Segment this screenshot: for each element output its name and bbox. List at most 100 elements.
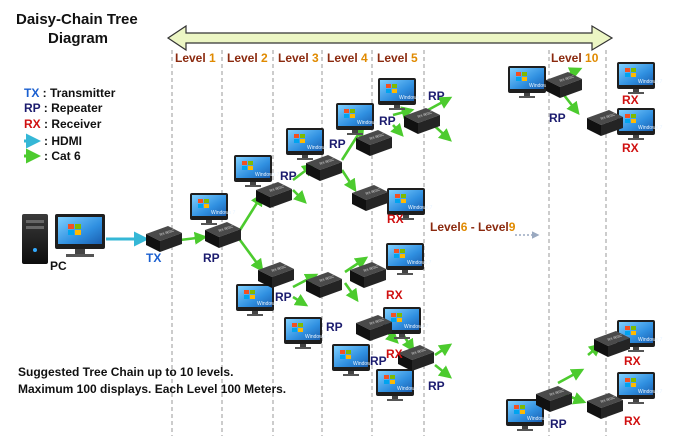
monitor: Windows 7 xyxy=(236,284,282,316)
device-label: RX-96SC xyxy=(218,224,234,233)
svg-text:RP : Repeater: RP : Repeater xyxy=(24,101,103,115)
screen-label: Windows 7 xyxy=(529,83,554,89)
monitor: Windows 7 xyxy=(332,344,378,376)
monitor: Windows 7 xyxy=(506,399,552,431)
rx-label: RX xyxy=(624,414,641,428)
legend-text: : HDMI xyxy=(44,134,82,148)
device-label: RX-96SC xyxy=(369,317,385,326)
device-label: RX-96SC xyxy=(549,388,565,397)
repeater-box: RX-96SC xyxy=(146,226,182,252)
rp-label: RP xyxy=(370,354,387,368)
screen-label: Windows 7 xyxy=(407,260,432,266)
device-label: RX-96SC xyxy=(369,132,385,141)
repeater-box: RX-96SC xyxy=(594,331,630,357)
repeater-box: RX-96SC xyxy=(398,345,434,371)
repeater-box: RX-96SC xyxy=(587,110,623,136)
device-label: RX-96SC xyxy=(600,112,616,121)
device-label: RX-96SC xyxy=(600,395,616,404)
cat6-cable xyxy=(557,368,585,385)
monitor: Windows 7 xyxy=(190,193,236,225)
legend-item-2: RX : Receiver xyxy=(24,117,102,131)
cat6-cable xyxy=(434,363,453,379)
device-label: RX-96SC xyxy=(319,274,335,283)
cat6-cable xyxy=(344,256,369,274)
svg-text:RX : Receiver: RX : Receiver xyxy=(24,117,102,131)
screen-label: Windows 7 xyxy=(638,79,663,85)
legend-code: RX xyxy=(24,117,41,131)
repeater-box: RX-96SC xyxy=(587,393,623,419)
devices: PC Windows 7 Windows 7 Windows 7 Windows 7 Wi… xyxy=(22,62,663,431)
cat6-cable xyxy=(292,294,309,307)
level-word: Level xyxy=(377,51,411,65)
device-label: RX-96SC xyxy=(607,333,623,342)
screen-label: Windows 7 xyxy=(257,301,282,307)
screen-label: Windows 7 xyxy=(255,172,280,178)
repeater-box: RX-96SC xyxy=(536,386,572,412)
legend-text: : Receiver xyxy=(41,117,102,131)
legend-item-4: : Cat 6 xyxy=(24,148,81,164)
rp-label: RP xyxy=(428,379,445,393)
svg-text:TX : Transmitter: TX : Transmitter xyxy=(24,86,116,100)
level-heading-1: Level 1 xyxy=(175,51,216,65)
repeater-box: RX-96SC xyxy=(546,72,582,98)
cat6-cable xyxy=(340,124,365,161)
screen-label: Windows 7 xyxy=(305,334,330,340)
level-range-word2: Level xyxy=(478,220,509,234)
level-word: Level xyxy=(327,51,361,65)
screen-label: Windows 7 xyxy=(404,324,429,330)
device-label: RX-96SC xyxy=(269,184,285,193)
monitor: Windows 7 xyxy=(383,307,429,339)
monitor: Windows 7 xyxy=(284,317,330,349)
level-heading-3: Level 3 xyxy=(278,51,319,65)
cat6-cable xyxy=(238,239,264,273)
cat6-cable xyxy=(427,96,453,112)
rx-label: RX xyxy=(622,141,639,155)
level-word: Level xyxy=(278,51,312,65)
repeater-box: RX-96SC xyxy=(306,155,342,181)
cat6-cable xyxy=(292,273,319,289)
monitor: Windows 7 xyxy=(617,108,663,140)
rp-label: RP xyxy=(203,251,220,265)
repeater-box: RX-96SC xyxy=(404,108,440,134)
rx-label: RX xyxy=(386,347,403,361)
rx-label: RX xyxy=(624,354,641,368)
repeater-box: RX-96SC xyxy=(205,222,241,248)
screen-label: Windows 7 xyxy=(527,416,552,422)
device-label: RX-96SC xyxy=(411,347,427,356)
level-word: Level xyxy=(551,51,585,65)
level-heading-4: Level 4 xyxy=(327,51,368,65)
level-heading-10: Level 10 xyxy=(551,51,599,65)
monitor: Windows 7 xyxy=(386,243,432,275)
cat6-cable xyxy=(179,231,208,245)
device-label: RX-96SC xyxy=(363,264,379,273)
rp-label: RP xyxy=(280,169,297,183)
rx-label: RX xyxy=(387,212,404,226)
level-range-num2: 9 xyxy=(509,220,516,234)
svg-text:Level6 - Level9: Level6 - Level9 xyxy=(430,220,516,234)
level-range-indicator: Level6 - Level9 xyxy=(430,220,540,239)
screen-label: Windows 7 xyxy=(353,361,378,367)
pc-workstation: PC xyxy=(22,214,105,273)
device-label: RX-96SC xyxy=(365,187,381,196)
monitor: Windows 7 xyxy=(336,103,382,135)
legend-code: RP xyxy=(24,101,41,115)
rp-label: RP xyxy=(275,290,292,304)
cat6-cable xyxy=(390,122,404,137)
screen-label: Windows 7 xyxy=(638,389,663,395)
screen-label: Windows 7 xyxy=(638,337,663,343)
cat6-cable xyxy=(343,282,359,303)
screen-label: Windows 7 xyxy=(307,145,332,151)
legend-text: : Cat 6 xyxy=(44,149,81,163)
rp-label: RP xyxy=(329,137,346,151)
level-range-num1: 6 xyxy=(461,220,468,234)
monitor: Windows 7 xyxy=(387,188,433,220)
legend-item-1: RP : Repeater xyxy=(24,101,103,115)
screen-label: Windows 7 xyxy=(211,210,236,216)
level-heading-5: Level 5 xyxy=(377,51,418,65)
cat6-cable xyxy=(292,189,307,204)
screen-label: Windows 7 xyxy=(399,95,424,101)
cat6-cable xyxy=(434,343,453,357)
